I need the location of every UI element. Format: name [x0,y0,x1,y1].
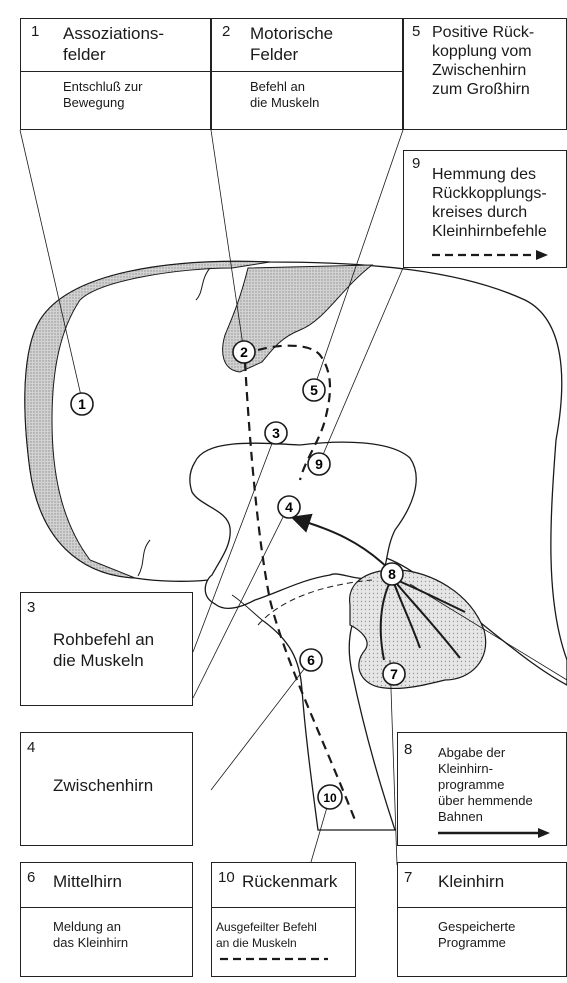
dashed-arrow-legend [432,249,552,261]
box-description: Gespeicherte Programme [438,919,515,951]
marker-10: 10 [318,785,342,809]
box-number: 3 [27,599,35,616]
marker-label: 3 [272,425,280,441]
box-number: 1 [31,23,39,40]
marker-5: 5 [303,379,325,401]
marker-label: 8 [388,566,396,582]
marker-label: 9 [315,456,323,472]
marker-label: 5 [310,382,318,398]
marker-label: 7 [390,666,398,682]
box-description: Ausgefeilter Befehl an die Muskeln [216,919,317,951]
box-title: Hemmung des Rückkopplungs- kreises durch… [432,165,547,241]
box-title: Rückenmark [242,871,337,892]
box-crude-command: 3 Rohbefehl an die Muskeln [20,592,193,706]
box-number: 2 [222,23,230,40]
box-cerebellum: 7 Kleinhirn Gespeicherte Programme [397,862,567,977]
solid-arrow-legend [438,827,554,839]
marker-3: 3 [265,422,287,444]
box-title: Abgabe der Kleinhirn- programme über hem… [438,745,533,825]
marker-9: 9 [308,453,330,475]
box-association-fields: 1 Assoziations- felder Entschluß zur Bew… [20,18,211,130]
marker-8: 8 [381,563,403,585]
box-number: 8 [404,741,412,758]
box-title: Zwischenhirn [53,775,153,796]
box-number: 5 [412,23,420,40]
marker-7: 7 [383,663,405,685]
marker-label: 4 [285,499,293,515]
box-number: 9 [412,155,420,172]
box-positive-feedback: 5 Positive Rück- kopplung vom Zwischenhi… [403,18,567,130]
box-number: 4 [27,739,35,756]
marker-label: 1 [78,396,86,412]
marker-label: 6 [307,652,315,668]
box-number: 7 [404,869,412,886]
cerebellum-shading [350,570,486,689]
box-description: Entschluß zur Bewegung [63,79,142,111]
box-spinal-cord: 10 Rückenmark Ausgefeilter Befehl an die… [211,862,356,977]
box-description: Befehl an die Muskeln [250,79,319,111]
marker-2: 2 [233,341,255,363]
box-title: Kleinhirn [438,871,504,892]
box-title: Assoziations- felder [63,23,164,65]
box-title: Rohbefehl an die Muskeln [53,629,154,671]
marker-6: 6 [300,649,322,671]
box-description: Meldung an das Kleinhirn [53,919,128,951]
box-number: 6 [27,869,35,886]
marker-label: 10 [323,791,337,805]
box-title: Positive Rück- kopplung vom Zwischenhirn… [432,23,534,99]
box-midbrain: 6 Mittelhirn Meldung an das Kleinhirn [20,862,193,977]
box-diencephalon: 4 Zwischenhirn [20,732,193,846]
dashed-line-legend [220,955,330,963]
marker-1: 1 [71,393,93,415]
box-number: 10 [218,869,235,886]
box-inhibition: 9 Hemmung des Rückkopplungs- kreises dur… [403,150,567,268]
marker-4: 4 [278,496,300,518]
box-title: Mittelhirn [53,871,122,892]
marker-label: 2 [240,344,248,360]
box-motor-fields: 2 Motorische Felder Befehl an die Muskel… [211,18,403,130]
box-cerebellar-output: 8 Abgabe der Kleinhirn- programme über h… [397,732,567,846]
box-title: Motorische Felder [250,23,333,65]
